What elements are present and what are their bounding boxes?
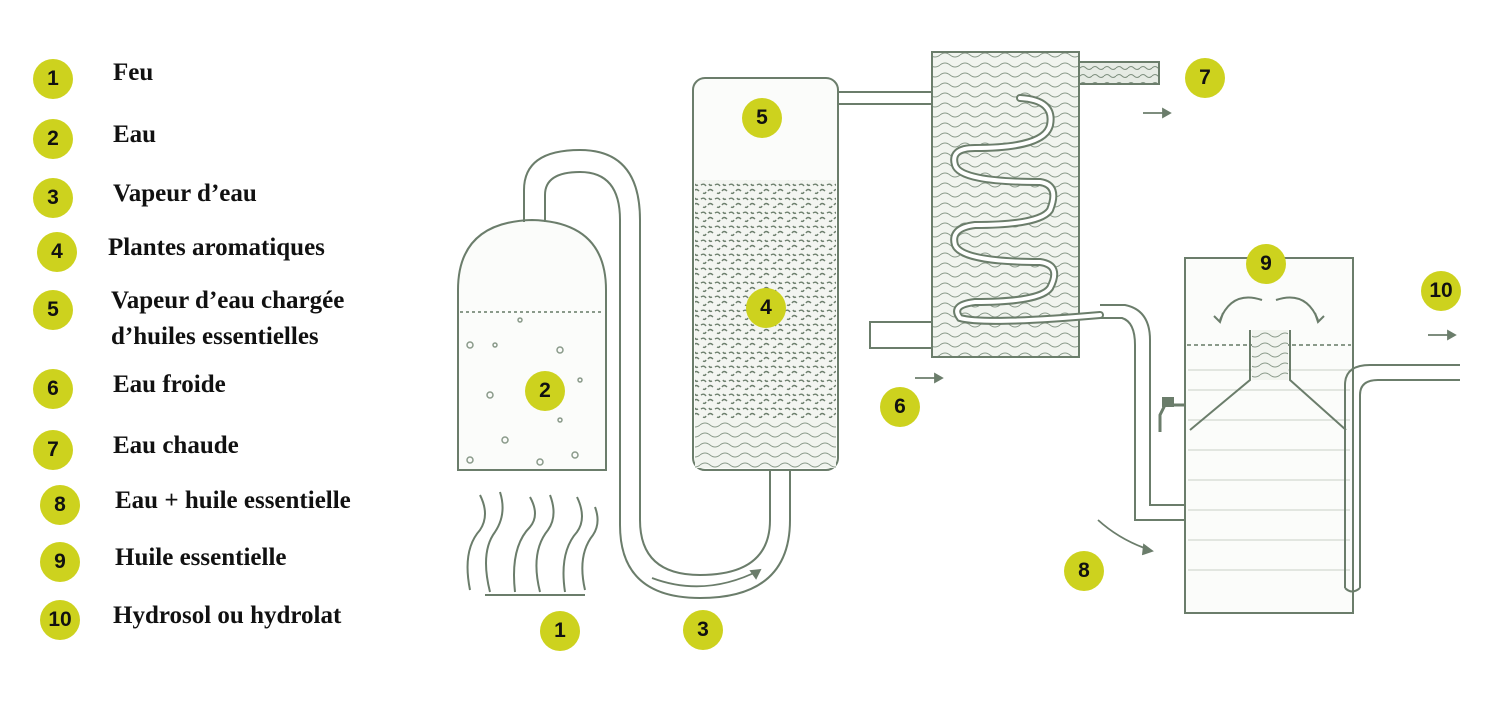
- legend-label: Eau froide: [113, 371, 226, 398]
- flow-arrows: [651, 107, 1457, 588]
- legend-item-8: 8 Eau + huile essentielle: [0, 481, 430, 527]
- legend-badge: 8: [40, 485, 80, 525]
- legend-label: Huile essentielle: [115, 544, 287, 571]
- boiler-vessel: [457, 218, 607, 471]
- marker-6-cold-water: 6: [880, 387, 920, 427]
- marker-3-steam: 3: [683, 610, 723, 650]
- marker-10-hydrosol: 10: [1421, 271, 1461, 311]
- legend-label: Feu: [113, 59, 154, 86]
- marker-1-fire: 1: [540, 611, 580, 651]
- marker-9-essential-oil: 9: [1246, 244, 1286, 284]
- legend-label: Eau chaude: [113, 432, 239, 459]
- legend-badge: 1: [33, 59, 73, 99]
- legend-item-6: 6 Eau froide: [0, 365, 430, 411]
- legend-badge: 3: [33, 178, 73, 218]
- marker-2-water: 2: [525, 371, 565, 411]
- legend-badge: 10: [40, 600, 80, 640]
- legend-item-1: 1 Feu: [0, 55, 430, 101]
- legend-item-4: 4 Plantes aromatiques: [0, 228, 430, 274]
- legend-item-10: 10 Hydrosol ou hydrolat: [0, 596, 430, 642]
- legend-item-7: 7 Eau chaude: [0, 426, 430, 472]
- legend-item-5: 5 Vapeur d’eau chargée d’huiles essentie…: [0, 284, 430, 360]
- legend-badge: 7: [33, 430, 73, 470]
- still-column: [692, 77, 839, 471]
- legend-badge: 9: [40, 542, 80, 582]
- marker-7-hot-water: 7: [1185, 58, 1225, 98]
- condenser: [869, 51, 1160, 358]
- legend-badge: 4: [37, 232, 77, 272]
- legend-badge: 6: [33, 369, 73, 409]
- marker-5-loaded-vapor: 5: [742, 98, 782, 138]
- legend-label: Vapeur d’eau chargée d’huiles essentiell…: [111, 287, 345, 350]
- steam-pipe: [523, 148, 791, 600]
- fire: [466, 491, 599, 596]
- legend-item-9: 9 Huile essentielle: [0, 538, 430, 584]
- legend-badge: 5: [33, 290, 73, 330]
- legend-label: Hydrosol ou hydrolat: [113, 602, 342, 629]
- legend-item-2: 2 Eau: [0, 115, 430, 161]
- marker-4-plants: 4: [746, 288, 786, 328]
- legend-label: Plantes aromatiques: [108, 234, 325, 261]
- marker-8-water-oil: 8: [1064, 551, 1104, 591]
- legend-badge: 2: [33, 119, 73, 159]
- legend-label: Eau: [113, 121, 157, 148]
- legend-label: Eau + huile essentielle: [115, 487, 351, 514]
- separator: [1100, 257, 1460, 614]
- legend-item-3: 3 Vapeur d’eau: [0, 174, 430, 220]
- legend-label: Vapeur d’eau: [113, 180, 257, 207]
